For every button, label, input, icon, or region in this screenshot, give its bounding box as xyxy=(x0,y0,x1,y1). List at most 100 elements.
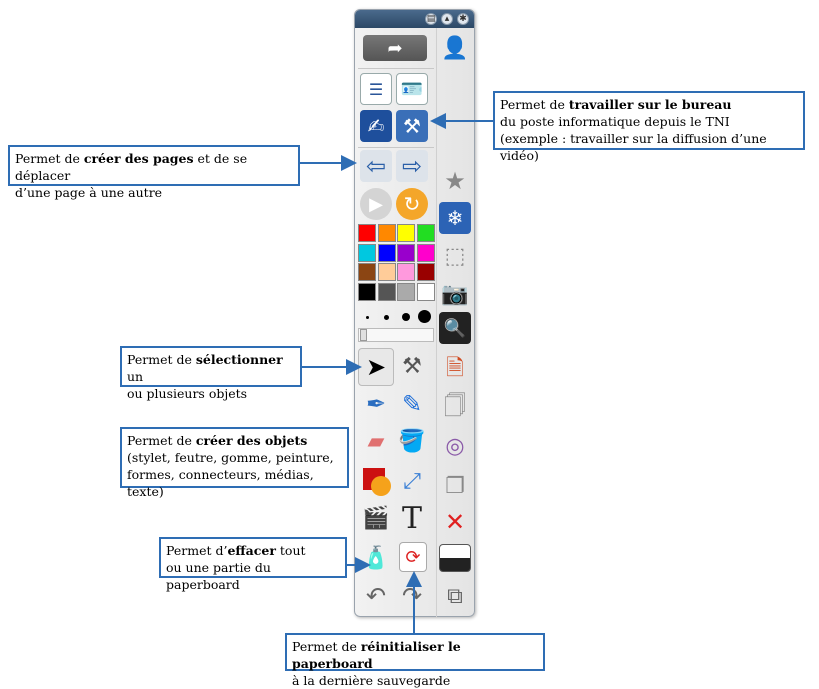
color-swatch[interactable] xyxy=(416,263,435,281)
separator xyxy=(358,147,434,148)
user-pen-icon: 👤 xyxy=(441,35,469,61)
redo-icon: ↷ xyxy=(401,582,423,610)
color-swatch[interactable] xyxy=(377,263,396,281)
select-button[interactable]: ➤ xyxy=(358,348,394,386)
share-button[interactable]: ➦ xyxy=(363,35,427,61)
selection-tools-button[interactable]: ⚒ xyxy=(396,350,428,382)
color-swatch[interactable] xyxy=(397,243,415,262)
handwriting-pen-button[interactable]: ✍ xyxy=(360,110,392,142)
menu-list-icon: ☰ xyxy=(368,79,384,99)
redo-button[interactable]: ↷ xyxy=(396,580,428,612)
slider-handle[interactable] xyxy=(360,329,367,341)
activinspire-toolbar: ▤ ▴ ✱ ➦ ☰ 🪪 ✍ ⚒ ⇦ ⇨ ▶ ↻ ➤ ⚒ ✒ ✎ ▰ 🪣 ⤢ 🎬 … xyxy=(354,9,475,618)
pen-icon: ✒ xyxy=(365,390,387,418)
callout-pages: Permet de créer des pages et de se dépla… xyxy=(8,145,300,200)
import-button[interactable]: 🗎 xyxy=(439,354,471,386)
cursor-arrow-icon: ➤ xyxy=(365,353,387,381)
toolbar-titlebar[interactable]: ▤ ▴ ✱ xyxy=(355,10,474,28)
collapse-icon[interactable]: ▴ xyxy=(441,13,453,25)
swirl-icon: ↻ xyxy=(403,192,421,216)
tools-icon: ⚒ xyxy=(403,114,421,138)
color-swatch[interactable] xyxy=(377,282,396,301)
clapperboard-icon: 🎬 xyxy=(362,505,390,531)
group-squares-icon: ❐ xyxy=(445,473,465,499)
color-swatch[interactable] xyxy=(377,224,396,242)
undo-icon: ↶ xyxy=(365,582,387,610)
camera-icon: 📷 xyxy=(441,281,469,307)
magnifier-icon: 🔍 xyxy=(443,317,467,339)
delete-button[interactable]: ✕ xyxy=(439,506,471,538)
toolbar-column-divider xyxy=(436,28,437,618)
id-card-icon: 🪪 xyxy=(400,78,424,100)
color-swatch[interactable] xyxy=(358,263,376,281)
eraser-icon: ▰ xyxy=(367,428,385,454)
color-swatch[interactable] xyxy=(358,282,376,301)
page-browser-button[interactable]: ↻ xyxy=(396,188,428,220)
duplicate-page-button[interactable]: 🗍 xyxy=(439,392,471,424)
pen-size-l[interactable] xyxy=(418,310,431,323)
callout-selection: Permet de sélectionner un ou plusieurs o… xyxy=(120,346,302,401)
tools-icon: ⚒ xyxy=(402,353,422,379)
text-tool-button[interactable]: T xyxy=(401,500,422,536)
user-profile-button[interactable]: 👤 xyxy=(439,32,471,64)
callout-reset: Permet de réinitialiser le paperboard à … xyxy=(285,633,545,688)
page-icon[interactable]: ▤ xyxy=(425,13,437,25)
highlighter-icon: ✎ xyxy=(401,390,423,418)
settings-icon[interactable]: ✱ xyxy=(457,13,469,25)
callout-objects: Permet de créer des objets (stylet, feut… xyxy=(120,427,349,499)
marquee-select-button[interactable]: ⬚ xyxy=(439,240,471,272)
close-icon: ✕ xyxy=(444,508,466,536)
favourites-button[interactable]: ★ xyxy=(439,165,471,197)
arrow-left-icon: ⇦ xyxy=(365,152,387,180)
previous-page-button[interactable]: ⇦ xyxy=(360,150,392,182)
pen-tool-button[interactable]: ✒ xyxy=(360,388,392,420)
desktop-tools-button[interactable]: ⚒ xyxy=(396,110,428,142)
color-swatch[interactable] xyxy=(358,243,376,262)
profile-browser-button[interactable]: 🪪 xyxy=(396,73,428,105)
play-button[interactable]: ▶ xyxy=(360,188,392,220)
pen-size-xs[interactable] xyxy=(366,316,369,319)
color-swatch[interactable] xyxy=(397,282,415,301)
spotlight-button[interactable]: 🔍 xyxy=(439,312,471,344)
color-swatch[interactable] xyxy=(377,243,396,262)
screen-shade-button[interactable] xyxy=(439,544,471,572)
pen-size-m[interactable] xyxy=(402,313,410,321)
color-swatch[interactable] xyxy=(397,224,415,242)
highlighter-tool-button[interactable]: ✎ xyxy=(396,388,428,420)
eraser-tool-button[interactable]: ▰ xyxy=(360,425,392,457)
color-swatch[interactable] xyxy=(358,224,376,242)
connector-tool-button[interactable]: ⤢ xyxy=(396,465,428,497)
next-page-button[interactable]: ⇨ xyxy=(396,150,428,182)
main-menu-button[interactable]: ☰ xyxy=(360,73,392,105)
color-swatch[interactable] xyxy=(416,282,435,301)
snowflake-icon: ❄ xyxy=(446,206,464,230)
group-button[interactable]: ❐ xyxy=(439,470,471,502)
fill-tool-button[interactable]: 🪣 xyxy=(396,425,428,457)
undo-button[interactable]: ↶ xyxy=(360,580,392,612)
play-icon: ▶ xyxy=(369,193,383,215)
star-icon: ★ xyxy=(444,167,466,195)
pen-size-slider[interactable] xyxy=(358,328,434,342)
media-tool-button[interactable]: 🎬 xyxy=(360,502,392,534)
reset-page-button[interactable]: ⟳ xyxy=(399,542,427,572)
shape-tool-button[interactable] xyxy=(360,465,392,497)
arrow-right-icon: ⇨ xyxy=(401,152,423,180)
callout-erase: Permet d’effacer tout ou une partie du p… xyxy=(159,537,347,592)
pen-size-s[interactable] xyxy=(384,315,389,320)
camera-button[interactable]: 📷 xyxy=(439,278,471,310)
marquee-icon: ⬚ xyxy=(444,243,466,269)
color-swatch[interactable] xyxy=(416,243,435,262)
page-copy-button[interactable]: ⧉ xyxy=(439,580,471,612)
color-swatch[interactable] xyxy=(397,263,415,281)
color-wheel-icon: ◎ xyxy=(445,433,465,459)
shapes-icon xyxy=(361,466,391,496)
color-picker-button[interactable]: ◎ xyxy=(439,430,471,462)
magic-ink-button[interactable]: ❄ xyxy=(439,202,471,234)
copy-pages-icon: ⧉ xyxy=(447,583,463,609)
pages-icon: 🗍 xyxy=(444,394,466,419)
pen-signature-icon: ✍ xyxy=(367,114,385,138)
color-swatch[interactable] xyxy=(416,224,435,242)
paint-bucket-icon: 🪣 xyxy=(398,428,426,454)
connector-line-icon: ⤢ xyxy=(403,468,421,494)
